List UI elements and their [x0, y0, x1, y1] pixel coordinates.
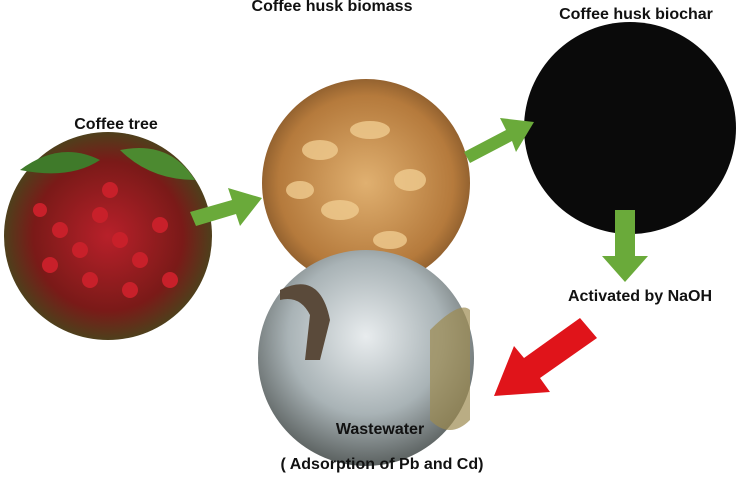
coffee-tree-label: Coffee tree	[74, 116, 158, 133]
coffee-husk-biomass-image	[262, 79, 470, 287]
wastewater-label: Wastewater	[335, 421, 425, 438]
coffee-tree-image	[4, 132, 212, 340]
adsorption-label: ( Adsorption of Pb and Cd)	[280, 456, 484, 473]
arrow-tree-to-biomass	[190, 188, 262, 226]
wastewater-image	[258, 250, 474, 466]
arrow-biochar-to-activation	[602, 210, 648, 282]
arrow-biomass-to-biochar	[464, 118, 534, 163]
coffee-husk-biochar-image	[524, 22, 736, 234]
coffee-husk-biochar-label: Coffee husk biochar	[559, 6, 713, 23]
coffee-husk-biomass-label: Coffee husk biomass	[251, 0, 413, 15]
arrow-activation-to-wastewater	[494, 318, 597, 396]
activation-label: Activated by NaOH	[567, 288, 713, 305]
